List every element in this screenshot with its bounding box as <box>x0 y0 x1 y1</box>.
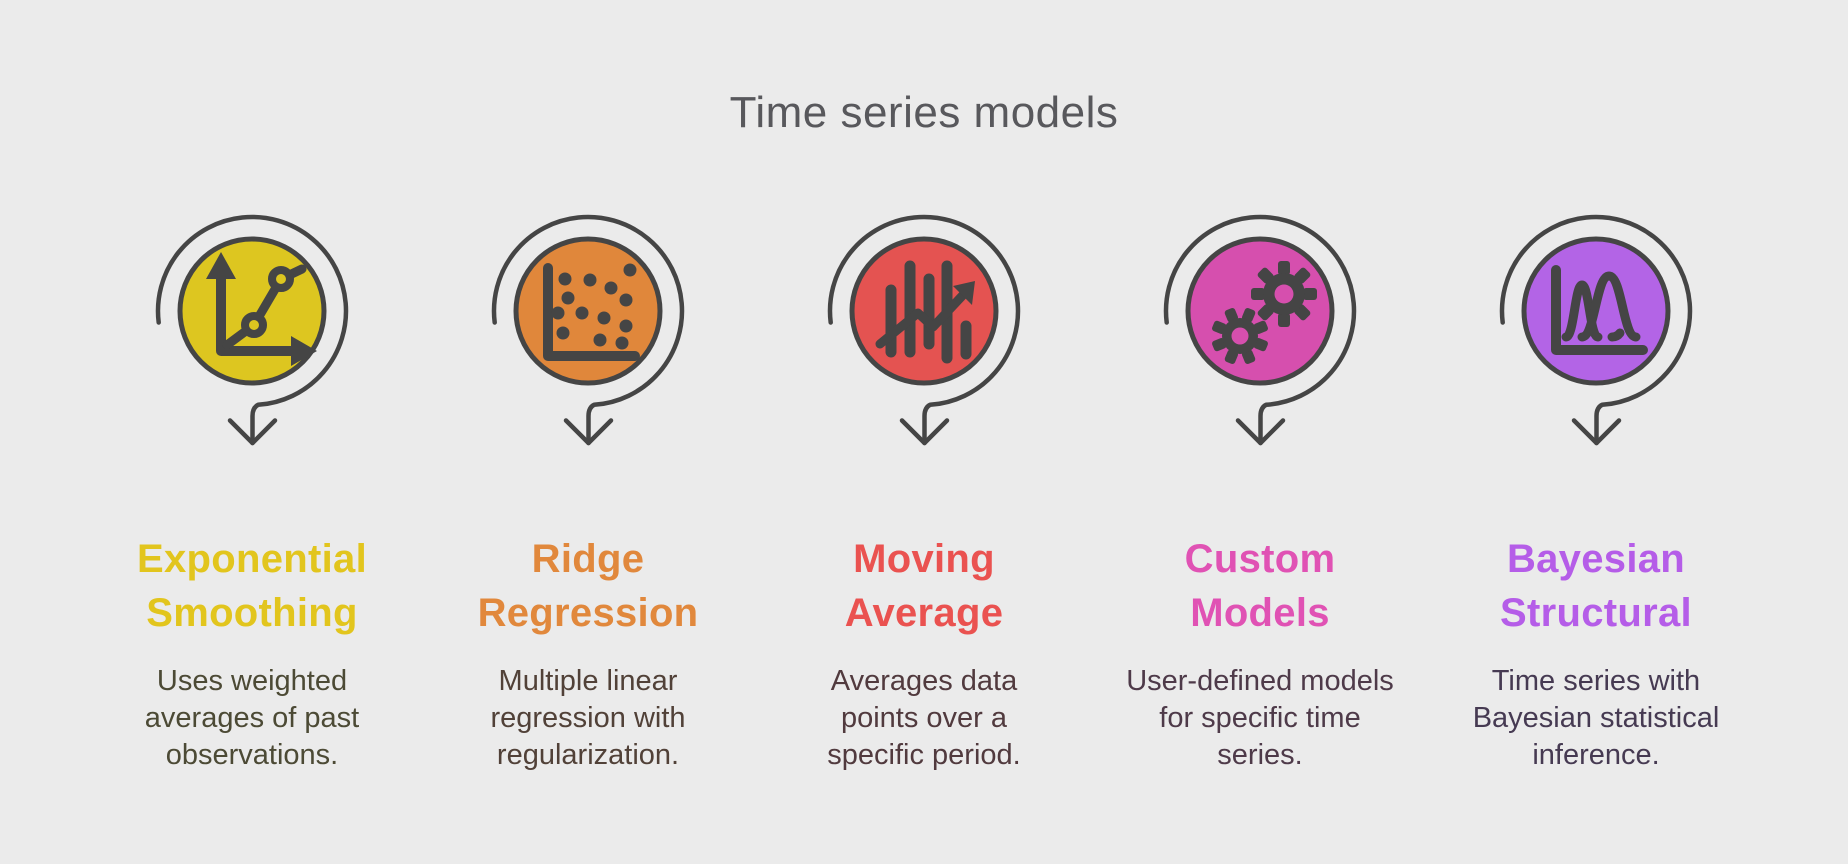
model-card-exponential-smoothing: Exponential Smoothing Uses weighted aver… <box>84 138 420 774</box>
model-description: Multiple linear regression with regulari… <box>490 664 686 771</box>
line-chart-icon <box>155 214 349 446</box>
model-card-moving-average: Moving Average Averages data points over… <box>756 138 1092 774</box>
scatter-plot-icon <box>491 214 685 446</box>
scatter-dots <box>551 263 637 350</box>
model-description: Time series with Bayesian statistical in… <box>1472 664 1720 771</box>
model-card-custom-models: Custom Models User-defined models for sp… <box>1092 138 1428 774</box>
model-description: Averages data points over a specific per… <box>827 664 1021 771</box>
model-description: User-defined models for specific time se… <box>1126 664 1394 771</box>
model-heading: Exponential Smoothing <box>137 537 367 636</box>
model-heading: Custom Models <box>1184 537 1336 636</box>
gears-icon <box>1163 214 1357 446</box>
models-row: Exponential Smoothing Uses weighted aver… <box>0 138 1848 774</box>
model-card-bayesian-structural: Bayesian Structural Time series with Bay… <box>1428 138 1764 774</box>
model-heading: Ridge Regression <box>477 537 699 636</box>
bar-trend-icon <box>827 214 1021 446</box>
model-heading: Moving Average <box>844 537 1004 636</box>
model-card-ridge-regression: Ridge Regression Multiple linear regress… <box>420 138 756 774</box>
gear-small <box>1212 308 1268 364</box>
bell-curves-icon <box>1499 214 1693 446</box>
model-description: Uses weighted averages of past observati… <box>144 664 360 771</box>
model-heading: Bayesian Structural <box>1500 537 1692 636</box>
page-title: Time series models <box>729 88 1119 137</box>
